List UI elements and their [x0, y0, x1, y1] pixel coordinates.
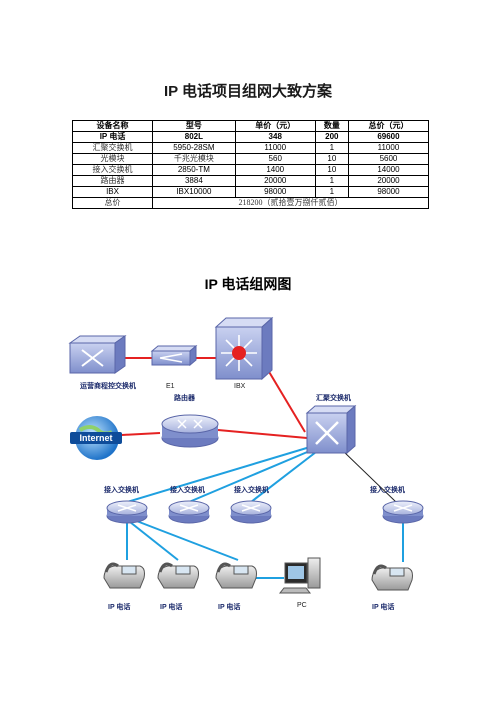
link-core-access3 [250, 451, 317, 503]
internet-globe-icon: Internet [70, 416, 122, 460]
access-switch-2-icon [168, 500, 210, 524]
link-core-access1 [126, 446, 311, 503]
cell: 光模块 [71, 153, 154, 165]
col-header: 设备名称 [71, 120, 154, 132]
cell: 11000 [234, 142, 316, 154]
access-switch-1-label: 接入交换机 [104, 485, 139, 494]
access-switch-2-label: 接入交换机 [170, 485, 205, 494]
core-switch-label: 汇聚交换机 [316, 393, 351, 402]
cell: 10 [314, 164, 349, 176]
cell: 1 [314, 175, 349, 187]
e1-router-icon [150, 344, 198, 367]
cell: 汇聚交换机 [71, 142, 154, 154]
ip-phone-3-icon [215, 562, 257, 589]
cell: 路由器 [71, 175, 154, 187]
cell: 5600 [347, 153, 430, 165]
access-switch-4-icon [382, 500, 424, 524]
ibx-icon [214, 316, 274, 381]
ip-phone-4-icon [371, 564, 413, 591]
quote-table: 设备名称 型号 单价（元） 数量 总价（元） IP 电话 802L 348 20… [71, 120, 430, 209]
ip-phone-2-label: IP 电话 [160, 602, 182, 611]
router-label: 路由器 [174, 393, 196, 402]
table-row: 接入交换机 2850-TM 1400 10 14000 [71, 164, 430, 176]
table-row: 汇聚交换机 5950-28SM 11000 1 11000 [71, 142, 430, 154]
ibx-label: IBX [234, 383, 246, 390]
cell: 2850-TM [152, 164, 236, 176]
page-title: IP 电话项目组网大致方案 [163, 83, 333, 100]
table-row: 路由器 3884 20000 1 20000 [71, 175, 430, 187]
link-router-core [217, 429, 308, 439]
blue-links [126, 446, 404, 579]
total-value: 218200（贰拾壹万捌仟贰佰） [152, 197, 429, 209]
table-row: IBX IBX10000 98000 1 98000 [71, 186, 430, 198]
cell: 1 [314, 142, 349, 154]
cell: IBX [71, 186, 154, 198]
access-switch-3-label: 接入交换机 [234, 485, 269, 494]
cell: 11000 [347, 142, 430, 154]
link-access1-phone2 [129, 521, 179, 561]
ip-phone-3-label: IP 电话 [218, 602, 240, 611]
internet-label: Internet [79, 433, 112, 443]
cell: 10 [314, 153, 349, 165]
access-switch-3-icon [230, 500, 272, 524]
cell: 1 [314, 186, 349, 198]
pc-icon [278, 557, 321, 594]
ip-phone-1-icon [103, 562, 145, 589]
link-access1-phone3 [133, 519, 239, 561]
access-switch-4-label: 接入交换机 [370, 485, 405, 494]
cell: 98000 [347, 186, 430, 198]
link-core-access2 [188, 449, 313, 503]
col-header: 单价（元） [234, 120, 316, 132]
cell: 3884 [152, 175, 236, 187]
router-icon [161, 414, 219, 448]
ip-phone-2-icon [157, 562, 199, 589]
col-header: 型号 [152, 120, 236, 132]
link-internet-router [121, 432, 161, 436]
cell: 5950-28SM [152, 142, 236, 154]
table-row: IP 电话 802L 348 200 69600 [71, 131, 430, 143]
cell: 接入交换机 [71, 164, 154, 176]
cell: 14000 [347, 164, 430, 176]
cell: IP 电话 [71, 131, 154, 143]
cell: 200 [314, 131, 349, 143]
cell: IBX10000 [152, 186, 236, 198]
cell: 802L [152, 131, 236, 143]
cell: 69600 [347, 131, 430, 143]
pc-label: PC [297, 602, 307, 609]
cell: 1400 [234, 164, 316, 176]
table-header-row: 设备名称 型号 单价（元） 数量 总价（元） [71, 120, 430, 132]
access-switch-1-icon [106, 500, 148, 524]
network-diagram: Internet [68, 316, 424, 611]
ip-phone-4-label: IP 电话 [372, 602, 394, 611]
link-core-access4 [341, 449, 397, 503]
col-header: 数量 [314, 120, 349, 132]
cell: 20000 [347, 175, 430, 187]
cell: 98000 [234, 186, 316, 198]
cell: 20000 [234, 175, 316, 187]
total-label: 总价 [71, 197, 154, 209]
cell: 348 [234, 131, 316, 143]
diagram-title: IP 电话组网图 [204, 276, 292, 292]
cell: 千兆光模块 [152, 153, 236, 165]
pbx-switch-icon [68, 335, 127, 374]
col-header: 总价（元） [347, 120, 430, 132]
table-row: 光模块 千兆光模块 560 10 5600 [71, 153, 430, 165]
pbx-label: 运营商程控交换机 [80, 381, 136, 390]
e1-label: E1 [166, 383, 175, 390]
ip-phone-1-label: IP 电话 [108, 602, 130, 611]
cell: 560 [234, 153, 316, 165]
core-switch-icon [305, 404, 357, 455]
table-total-row: 总价 218200（贰拾壹万捌仟贰佰） [71, 197, 429, 209]
